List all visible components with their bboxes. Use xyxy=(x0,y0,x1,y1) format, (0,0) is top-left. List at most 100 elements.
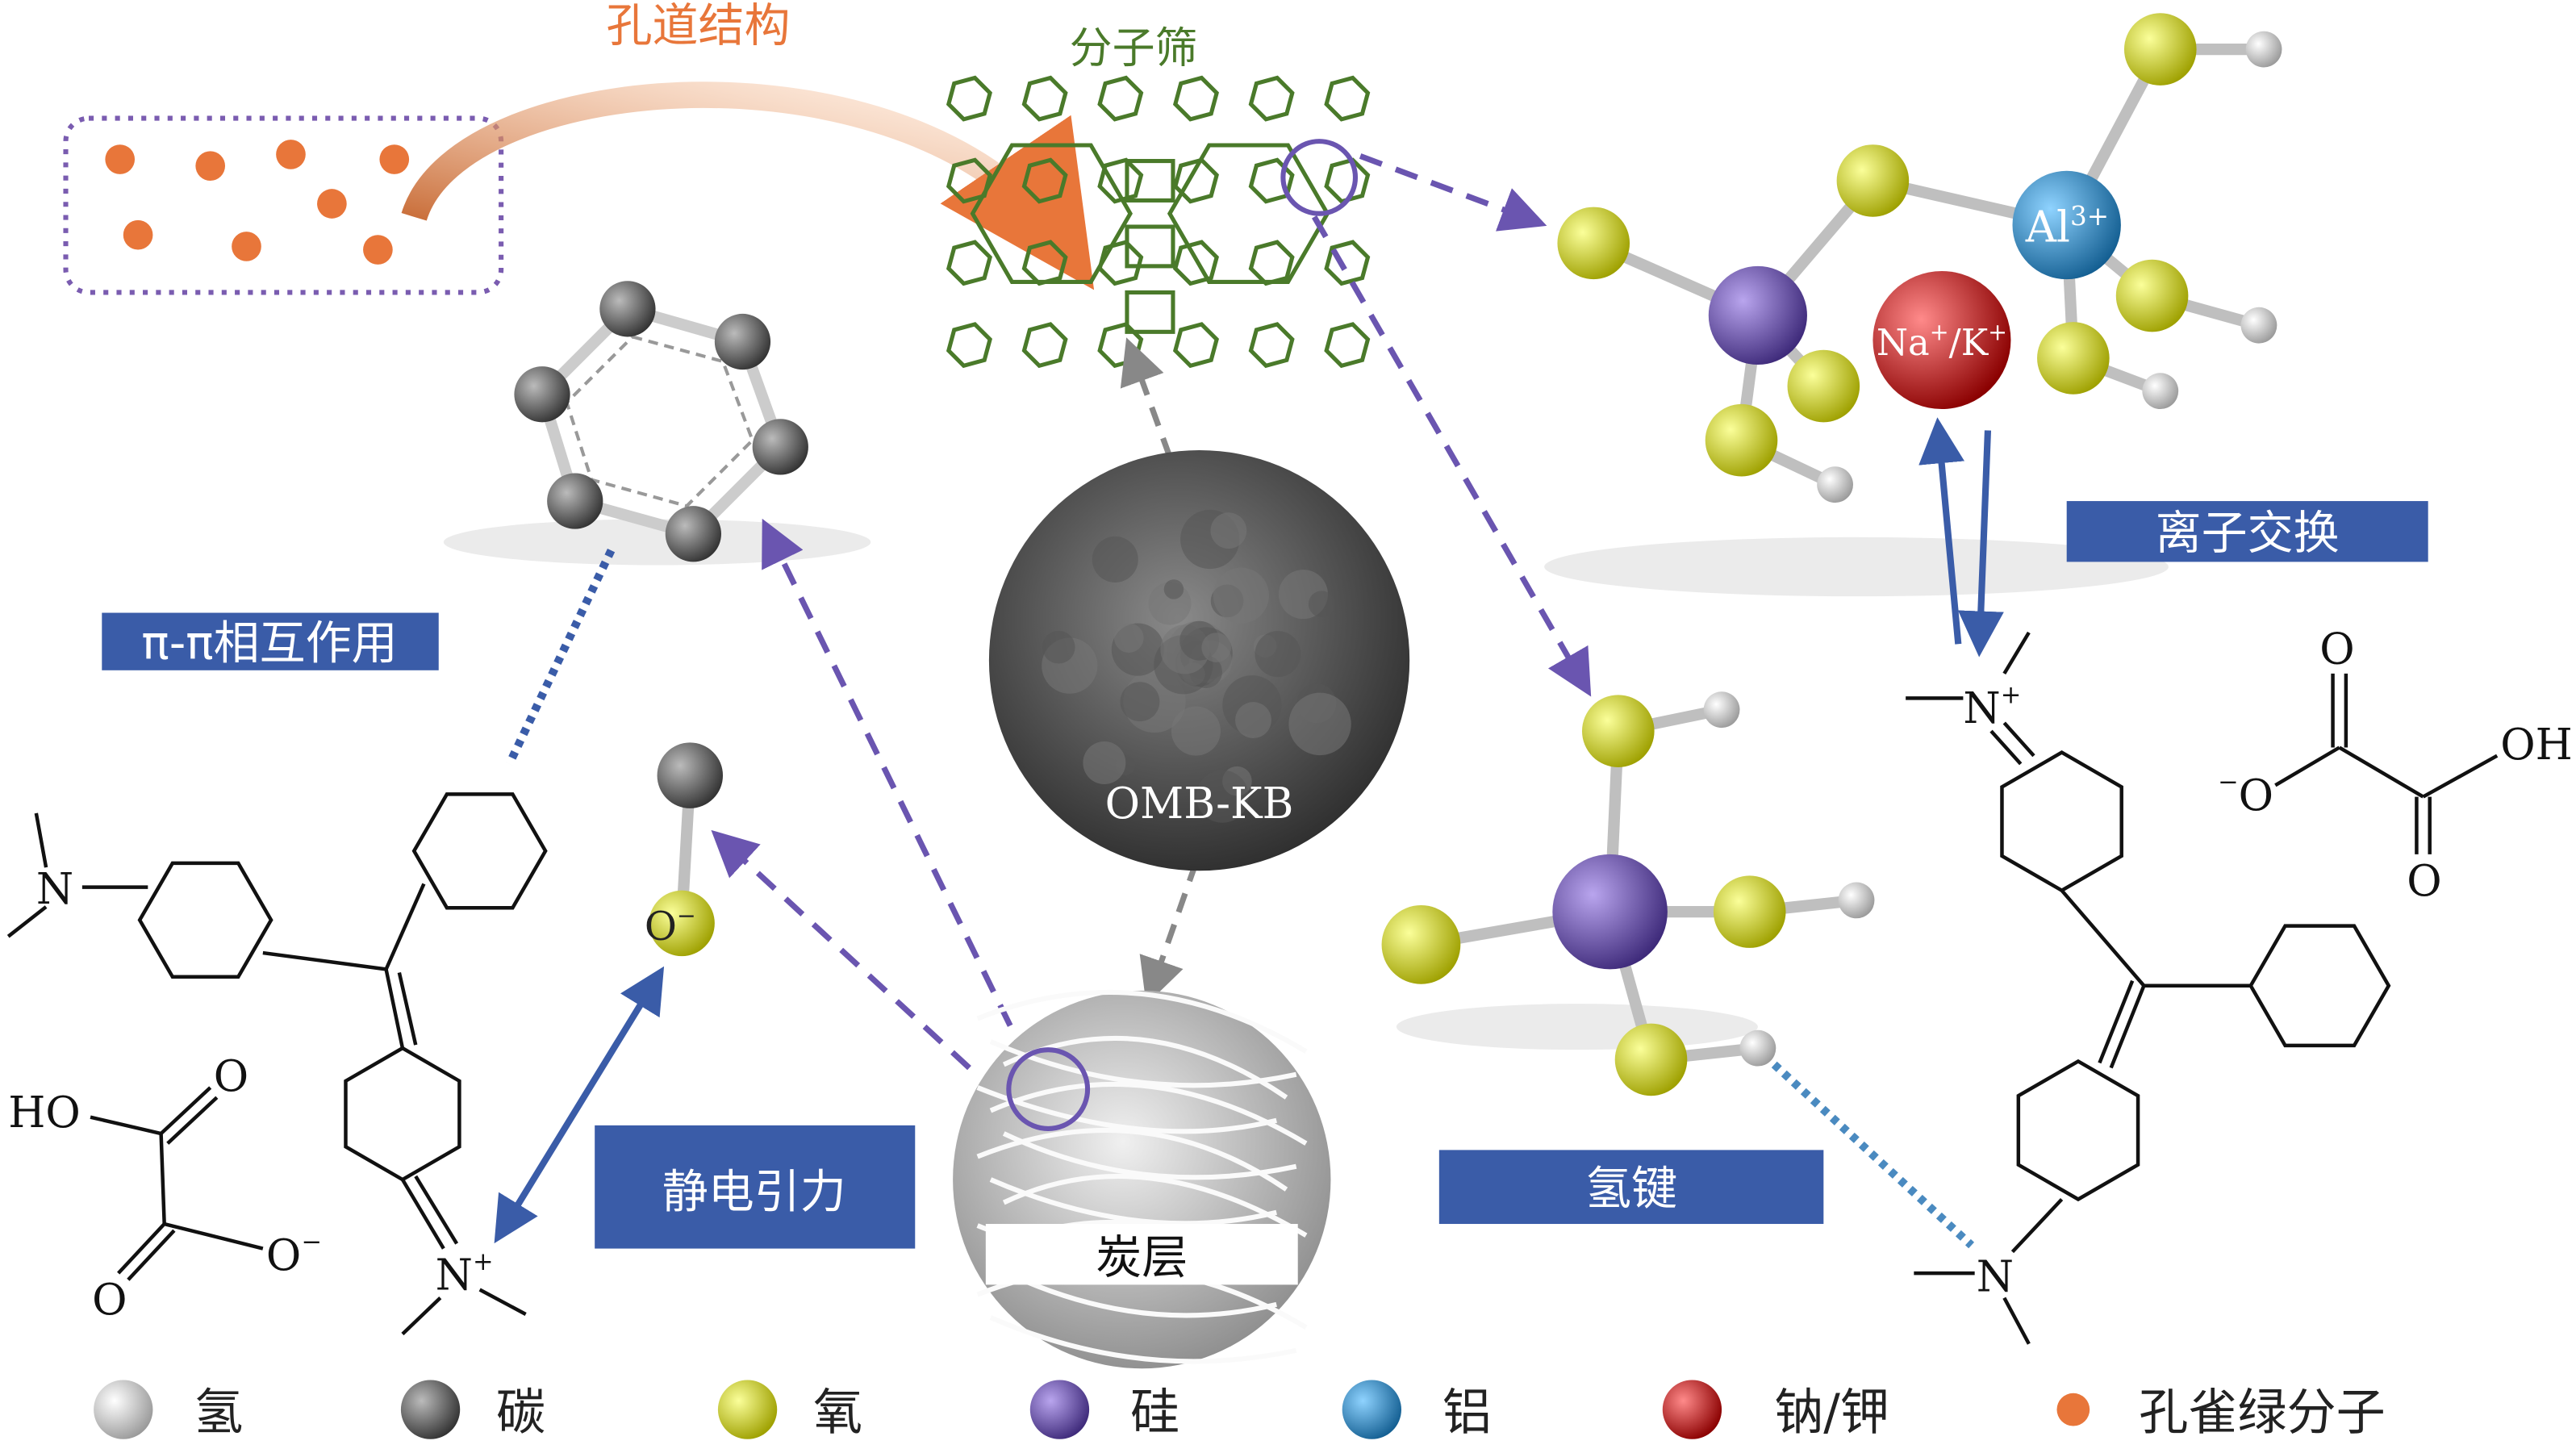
oxygen-atom xyxy=(1836,144,1910,217)
zeolite-ring xyxy=(1021,75,1068,122)
left-atom-labels: N N+ HO O O O− xyxy=(8,865,493,1325)
legend-item: 铝 xyxy=(1342,1380,1492,1442)
oxygen-atom xyxy=(1581,695,1655,767)
pi-pi-label: π-π相互作用 xyxy=(141,617,397,670)
legend-label: 碳 xyxy=(496,1384,545,1442)
zeolite-ring xyxy=(1248,157,1295,204)
zeolite-ring xyxy=(1324,322,1371,369)
carbon-atom xyxy=(714,313,771,370)
legend-item: 孔雀绿分子 xyxy=(2056,1384,2386,1442)
carbon-fiber xyxy=(976,989,1308,1054)
zeolite-ring xyxy=(1021,157,1068,204)
carbon-layer-highlight-circle xyxy=(1006,1047,1091,1131)
zeolite-ring xyxy=(1172,157,1219,204)
sem-particle xyxy=(1042,630,1075,664)
ion-exchange-box xyxy=(2066,501,2428,562)
legend-item: 氧 xyxy=(717,1380,862,1442)
arrow-to-oxygen-anion xyxy=(711,829,971,1071)
svg-text:HO: HO xyxy=(8,1088,81,1138)
svg-text:O: O xyxy=(92,1276,127,1325)
svg-text:O: O xyxy=(2319,625,2354,674)
sem-particle xyxy=(1113,623,1144,653)
carbon-fiber xyxy=(989,1177,1277,1226)
electrostatic-label: 静电引力 xyxy=(662,1166,846,1219)
legend-label: 铝 xyxy=(1442,1384,1492,1442)
sem-particle xyxy=(1092,536,1138,583)
arrow-to-carbon-layer xyxy=(1139,861,1199,1005)
zeolite-ring xyxy=(1097,75,1144,122)
carbon-fiber xyxy=(976,1127,1288,1192)
sem-particle xyxy=(1210,512,1247,549)
arrow-to-benzene xyxy=(762,518,1029,1061)
svg-text:N: N xyxy=(1977,1253,2014,1302)
carbon-layer-label: 炭层 xyxy=(1096,1231,1188,1284)
zeolite-ring xyxy=(1172,322,1219,369)
carbon-atom xyxy=(752,419,808,475)
legend-item: 氢 xyxy=(94,1380,243,1442)
ion-exchange-label: 离子交换 xyxy=(2156,507,2340,560)
malachite-green-structure-right xyxy=(1906,631,2499,1345)
hydrogen-atom xyxy=(1703,691,1740,729)
shadow xyxy=(1544,537,2169,597)
electrostatic-box xyxy=(595,1125,916,1249)
svg-text:O: O xyxy=(214,1052,248,1101)
hydrogen-atom xyxy=(2142,373,2179,410)
carbon-atom xyxy=(657,742,724,808)
zeolite-ring xyxy=(1172,75,1219,122)
zeolite-ring xyxy=(1125,290,1175,334)
zeolite-ring xyxy=(1021,240,1068,286)
oxygen-atom xyxy=(1713,875,1786,948)
benzene-ring xyxy=(411,792,548,910)
benzene-ring xyxy=(2016,1059,2140,1202)
arrow-to-ion-exchange-site xyxy=(1359,153,1547,232)
zeolite-ring xyxy=(1125,224,1175,269)
carbon-fiber xyxy=(989,1081,1308,1146)
zeolite-ring xyxy=(946,240,992,286)
legend-swatch-icon xyxy=(1342,1380,1402,1439)
phenoxide-model xyxy=(649,742,724,957)
molecule-container-box xyxy=(63,115,504,295)
omb-kb-label: OMB-KB xyxy=(1105,779,1294,829)
sodium-potassium-atom xyxy=(1873,270,2011,410)
zeolite-ring xyxy=(946,75,992,122)
zeolite-ring xyxy=(1172,240,1219,286)
malachite-green-structure-left xyxy=(6,792,548,1336)
gray-dashed-arrows xyxy=(1120,337,1199,1005)
legend-label: 孔雀绿分子 xyxy=(2139,1384,2385,1442)
aluminosilicate-cluster xyxy=(1557,13,2282,503)
benzene-ring xyxy=(2248,924,2391,1048)
legend-swatch-icon xyxy=(717,1380,778,1439)
sem-particle xyxy=(1163,579,1184,599)
carbon-fiber xyxy=(976,1085,1277,1134)
legend: 氢 碳 氧 硅 铝 钠/钾 孔雀绿分子 xyxy=(94,1380,2386,1442)
na-k-ion-label: Na+/K+ xyxy=(1877,319,2007,364)
right-atom-labels: N+ N O OH −O O xyxy=(1963,625,2572,1302)
o-minus-label: O− xyxy=(645,902,696,949)
malachite-green-molecules xyxy=(105,140,410,265)
hydrogen-atom xyxy=(2240,307,2277,344)
oxygen-atom xyxy=(649,890,715,957)
carbon-atom xyxy=(514,366,570,423)
svg-text:O−: O− xyxy=(266,1229,322,1280)
zeolite-highlight-circle xyxy=(1280,139,1359,216)
carbon-fiber xyxy=(1002,1269,1277,1318)
zeolite-ring xyxy=(946,322,992,369)
sem-particle xyxy=(1308,591,1335,617)
hydrogen-atom xyxy=(2245,31,2282,68)
sem-particle xyxy=(1255,631,1301,678)
hydrogen-bond-line xyxy=(1771,1061,1975,1249)
oxygen-atom xyxy=(1557,207,1630,280)
pore-structure-label: 孔道结构 xyxy=(606,0,790,52)
zeolite-ring xyxy=(1324,75,1371,122)
legend-item: 碳 xyxy=(400,1380,545,1442)
benzene-ring xyxy=(137,861,273,979)
carbon-fiber xyxy=(1002,1131,1297,1180)
carbon-fiber xyxy=(989,1315,1297,1364)
hydrogen-atom xyxy=(1838,882,1875,919)
legend-swatch-icon xyxy=(1662,1380,1722,1439)
al-ion-label: Al3+ xyxy=(2025,201,2109,252)
legend-item: 硅 xyxy=(1029,1380,1179,1442)
legend-item: 钠/钾 xyxy=(1662,1380,1889,1442)
pi-pi-box xyxy=(102,612,439,670)
arrow-to-sieve xyxy=(1120,337,1173,458)
